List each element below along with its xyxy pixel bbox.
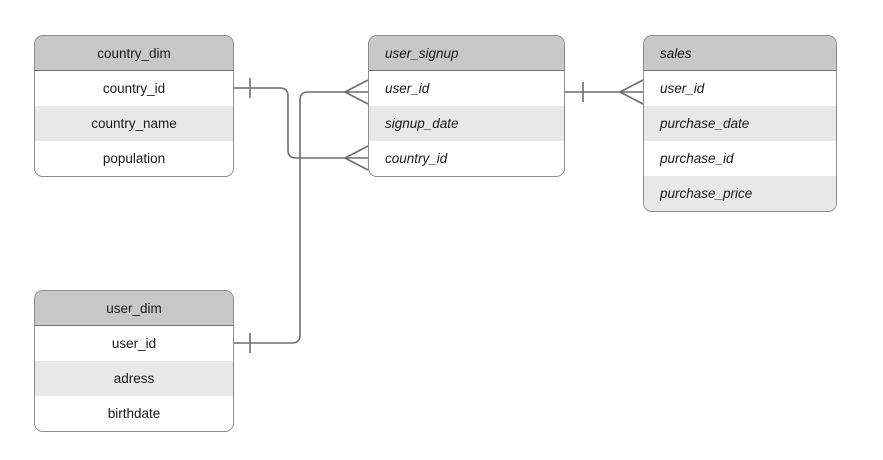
field-row[interactable]: adress <box>35 361 233 396</box>
entity-title-country-dim: country_dim <box>35 36 233 71</box>
connector-country-dim-to-user-signup <box>234 87 345 159</box>
connector-user-dim-to-user-signup <box>234 91 345 344</box>
field-row[interactable]: user_id <box>644 71 836 106</box>
entity-country-dim[interactable]: country_dim country_id country_name popu… <box>34 35 234 177</box>
field-row[interactable]: country_id <box>35 71 233 106</box>
field-row[interactable]: birthdate <box>35 396 233 431</box>
field-row[interactable]: country_id <box>369 141 564 176</box>
field-row[interactable]: population <box>35 141 233 176</box>
field-row[interactable]: signup_date <box>369 106 564 141</box>
entity-title-user-dim: user_dim <box>35 291 233 326</box>
entity-title-sales: sales <box>644 36 836 71</box>
field-row[interactable]: user_id <box>369 71 564 106</box>
field-row[interactable]: user_id <box>35 326 233 361</box>
cardinality-many-sales-user-id <box>619 79 644 105</box>
field-row[interactable]: purchase_date <box>644 106 836 141</box>
cardinality-many-user-signup-country-id <box>344 145 369 171</box>
cardinality-many-user-signup-user-id <box>344 79 369 105</box>
entity-sales[interactable]: sales user_id purchase_date purchase_id … <box>643 35 837 212</box>
field-row[interactable]: purchase_id <box>644 141 836 176</box>
field-row[interactable]: purchase_price <box>644 176 836 211</box>
entity-user-dim[interactable]: user_dim user_id adress birthdate <box>34 290 234 432</box>
entity-title-user-signup: user_signup <box>369 36 564 71</box>
entity-user-signup[interactable]: user_signup user_id signup_date country_… <box>368 35 565 177</box>
field-row[interactable]: country_name <box>35 106 233 141</box>
